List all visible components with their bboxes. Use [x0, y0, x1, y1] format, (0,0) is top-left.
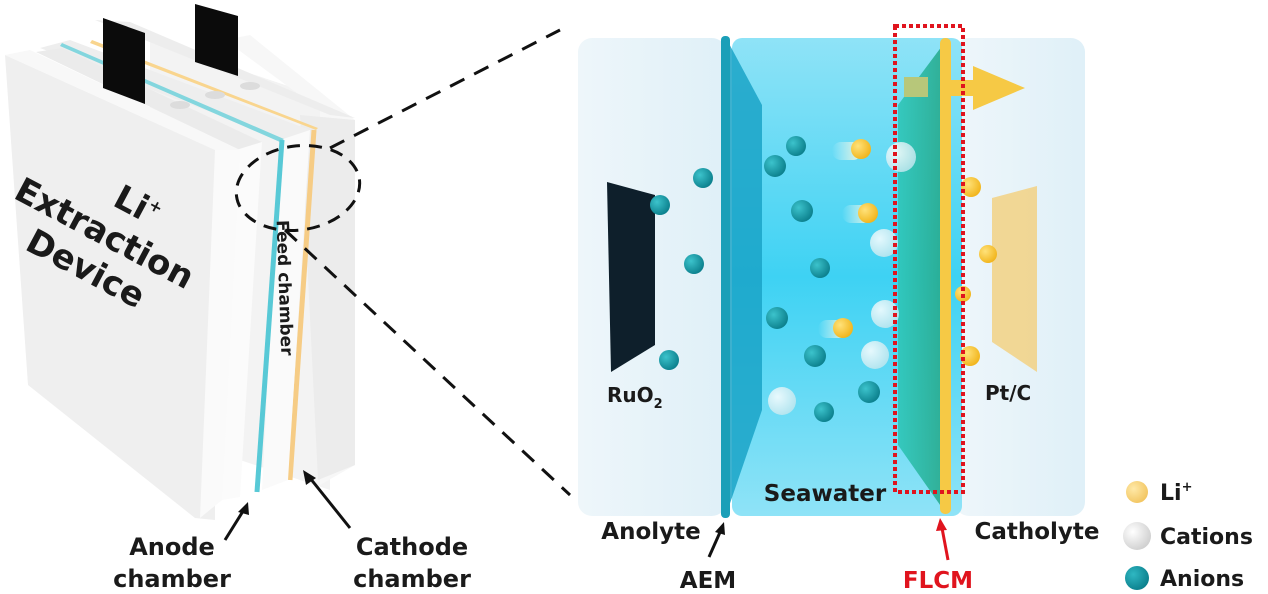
cation-particles — [768, 142, 916, 415]
anion-particle — [684, 254, 704, 274]
lithium-particle — [851, 139, 871, 159]
legend-item-cations: Cations — [1123, 522, 1253, 550]
cation-membrane-strip — [90, 40, 318, 130]
anion-particle — [659, 350, 679, 370]
aem-face — [726, 38, 762, 515]
anode-chamber-label-2: chamber — [113, 565, 231, 593]
anode-chamber-label-1: Anode — [129, 533, 215, 561]
ptc-electrode — [992, 186, 1037, 372]
lithium-particle — [979, 245, 997, 263]
legend-label-anions: Anions — [1160, 567, 1244, 592]
anion-membrane-edge — [254, 139, 285, 493]
lithium-particle — [960, 346, 980, 366]
aem-membrane — [721, 36, 730, 518]
legend: Li+ Cations Anions — [1123, 480, 1253, 592]
flcm-highlight-box — [893, 24, 965, 494]
cation-particle — [871, 300, 899, 328]
legend-item-anions: Anions — [1125, 566, 1244, 592]
anion-particle — [810, 258, 830, 278]
anion-particle — [650, 195, 670, 215]
lithium-particle — [961, 177, 981, 197]
seawater-label: Seawater — [764, 481, 887, 507]
cation-legend-icon — [1123, 522, 1151, 550]
legend-item-lithium: Li+ — [1126, 480, 1192, 506]
anode-chamber-pointer — [223, 502, 249, 541]
aem-label: AEM — [680, 568, 736, 594]
lithium-particle — [858, 203, 878, 223]
cathode-terminal-tab — [195, 4, 238, 76]
flcm-membrane — [940, 38, 951, 514]
feed-chamber-plate — [262, 130, 310, 490]
cation-particle — [886, 142, 916, 172]
zoom-connector-top — [329, 28, 561, 150]
lithium-particles-moving — [818, 139, 878, 338]
flcm-face — [898, 42, 945, 512]
cathode-chamber-label-1: Cathode — [356, 533, 468, 561]
legend-label-lithium: Li+ — [1160, 480, 1192, 506]
device-front-face — [5, 55, 215, 520]
lithium-flow-arrow — [973, 66, 1025, 110]
anion-particle — [814, 402, 834, 422]
anion-particle — [693, 168, 713, 188]
flcm-pointer — [936, 518, 950, 561]
anion-particle — [858, 381, 880, 403]
flcm-label: FLCM — [903, 568, 973, 594]
anion-particles — [650, 136, 880, 422]
cathode-chamber-pointer — [303, 470, 352, 529]
catholyte-label: Catholyte — [974, 519, 1099, 545]
anion-legend-icon — [1125, 566, 1149, 590]
cell-schematic: RuO2 Pt/C Seawater Anolyte Catholyte AEM… — [578, 24, 1100, 594]
ruo2-label: RuO2 — [607, 383, 663, 412]
aem-pointer — [707, 522, 725, 558]
feed-chamber-label: Feed chamber — [272, 220, 297, 357]
ptc-label: Pt/C — [985, 381, 1031, 405]
legend-label-cations: Cations — [1160, 525, 1253, 550]
cation-membrane-edge — [287, 129, 317, 481]
cathode-chamber-label-2: chamber — [353, 565, 471, 593]
anion-particle — [766, 307, 788, 329]
ruo2-electrode — [607, 182, 655, 372]
anion-particle — [791, 200, 813, 222]
anode-chamber-plate — [222, 142, 262, 500]
cation-particle — [861, 341, 889, 369]
flcm-channel-block — [904, 77, 928, 97]
anion-particle — [804, 345, 826, 367]
zoom-connector-bottom — [283, 228, 572, 497]
anode-terminal-tab — [103, 18, 145, 104]
anion-particle — [764, 155, 786, 177]
anion-particle — [786, 136, 806, 156]
anolyte-label: Anolyte — [601, 519, 700, 545]
lithium-legend-icon — [1126, 481, 1148, 503]
cation-particle — [768, 387, 796, 415]
extraction-device: Li+ Extraction Device Feed chamber — [5, 4, 362, 520]
cation-particle — [870, 229, 898, 257]
lithium-particle — [833, 318, 853, 338]
